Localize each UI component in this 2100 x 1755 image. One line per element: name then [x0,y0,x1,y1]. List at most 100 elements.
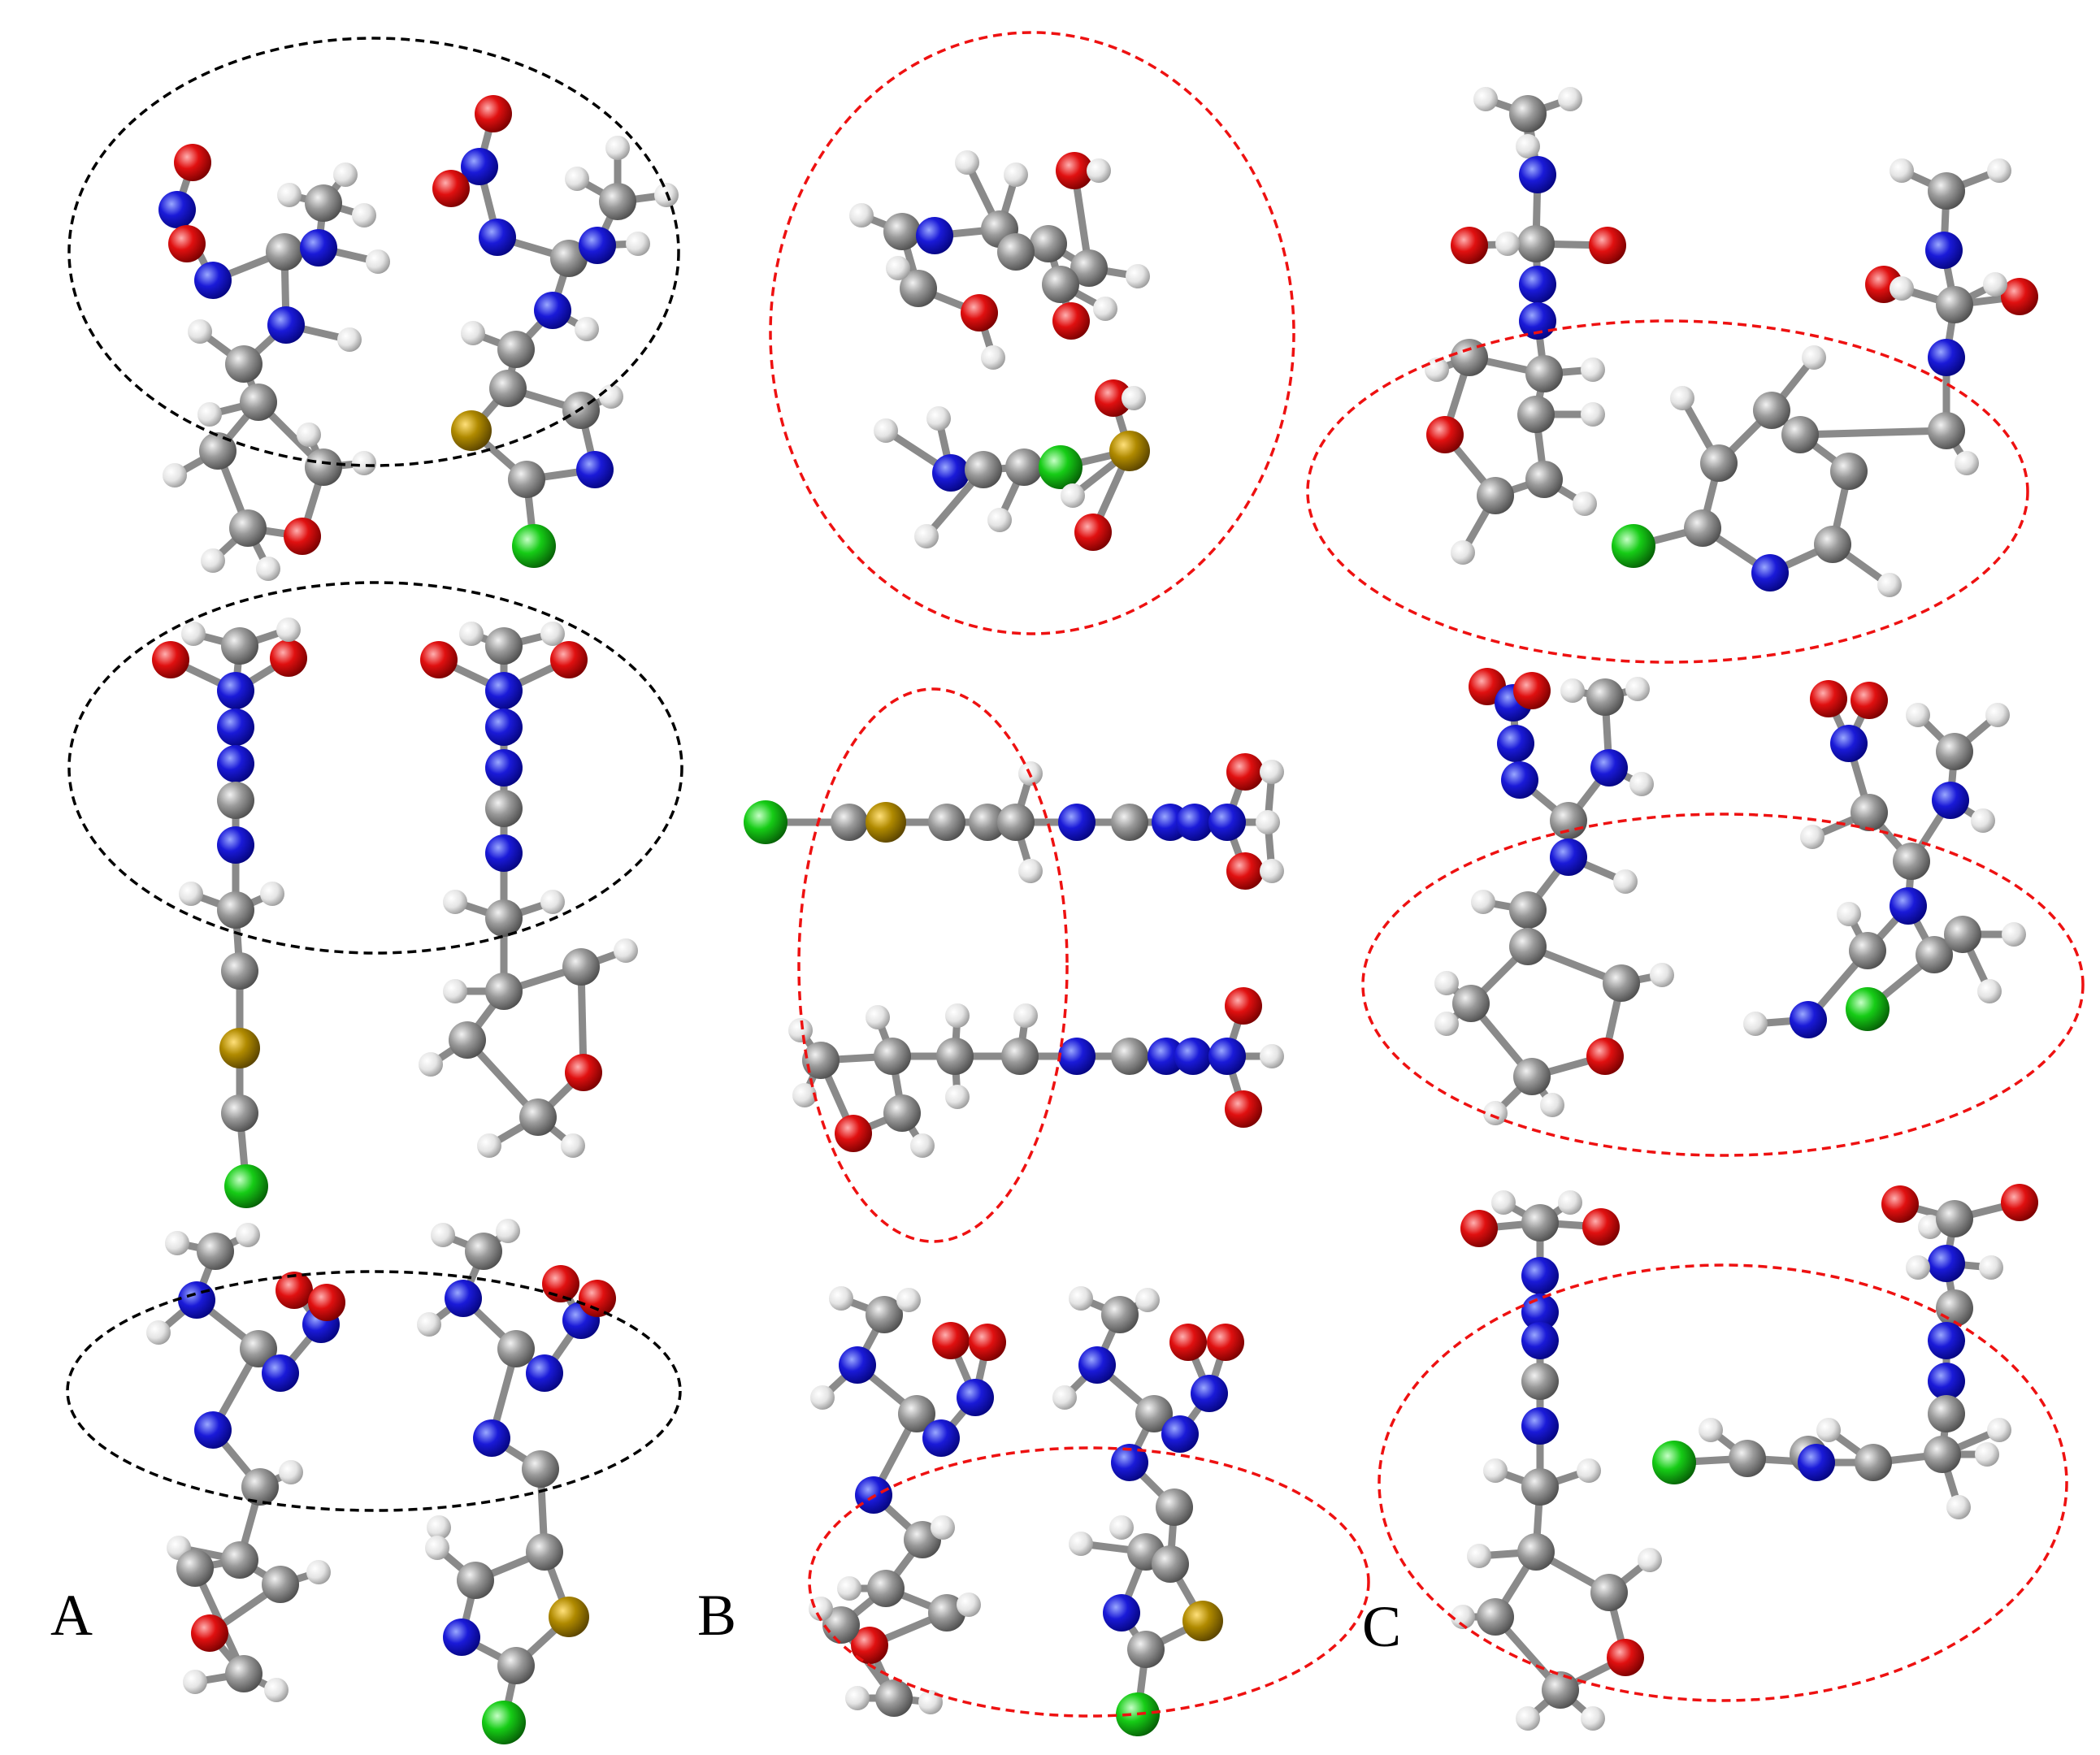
carbon-atom [822,1606,860,1644]
carbon-atom [1684,509,1721,547]
nitrogen-atom [443,1618,480,1656]
carbon-atom [874,1038,911,1075]
hydrogen-atom [1256,810,1280,834]
carbon-atom [1070,249,1108,287]
hydrogen-atom [1260,859,1284,883]
hydrogen-atom [1650,963,1674,987]
nitrogen-atom [1519,156,1556,193]
hydrogen-atom [1558,87,1582,111]
carbon-atom [1586,678,1624,716]
oxygen-atom [1851,682,1888,719]
hydrogen-atom [188,319,212,344]
hydrogen-atom [264,1678,289,1702]
bond [1796,427,1950,439]
carbon-atom [176,1549,214,1587]
chlorine-atom [224,1164,268,1208]
nitrogen-atom [1519,266,1556,303]
hydrogen-atom [1906,1255,1930,1280]
hydrogen-atom [1109,1515,1134,1540]
highlight-ellipse-b-bottom [808,1446,1370,1718]
carbon-atom [1928,172,1965,210]
hydrogen-atom [417,1312,441,1337]
hydrogen-atom [1451,540,1475,565]
hydrogen-atom [236,1223,260,1247]
hydrogen-atom [1093,297,1117,321]
hydrogen-atom [926,406,951,431]
hydrogen-atom [809,1597,833,1621]
nitrogen-atom [1161,1415,1199,1453]
highlight-ellipse-a-top [67,37,680,467]
oxygen-atom [1226,753,1264,791]
nitrogen-atom [217,826,254,864]
nitrogen-atom [262,1354,299,1392]
oxygen-atom [1881,1185,1919,1223]
nitrogen-atom [1191,1375,1228,1412]
nitrogen-atom [1521,1407,1559,1445]
hydrogen-atom [955,150,979,175]
oxygen-atom [1586,1038,1624,1075]
hydrogen-atom [279,1460,303,1484]
hydrogen-atom [849,203,874,228]
highlight-ellipse-c-bottom [1378,1263,2068,1702]
panel-label-b: B [697,1583,737,1648]
hydrogen-atom [1434,971,1459,995]
hydrogen-atom [1516,1706,1540,1731]
hydrogen-atom [352,451,376,475]
hydrogen-atom [1955,451,1979,475]
hydrogen-atom [1837,902,1861,926]
carbon-atom [449,1021,486,1059]
hydrogen-atom [788,1018,813,1042]
carbon-atom [240,1330,277,1367]
carbon-atom [1005,448,1043,486]
carbon-atom [1156,1488,1193,1526]
carbon-atom [898,1395,935,1432]
sulfur-atom [1182,1601,1223,1641]
sulfur-atom [1109,431,1150,471]
nitrogen-atom [1208,804,1246,841]
hydrogen-atom [1018,859,1043,883]
hydrogen-atom [419,1052,443,1077]
nitrogen-atom [178,1281,215,1319]
carbon-atom [900,270,937,307]
nitrogen-atom [267,306,305,344]
oxygen-atom [550,641,588,678]
oxygen-atom [432,170,470,207]
carbon-atom [305,448,342,486]
nitrogen-atom [1176,804,1213,841]
hydrogen-atom [605,136,630,160]
carbon-atom [1521,1468,1559,1506]
hydrogen-atom [1983,272,2007,297]
carbon-atom [1928,1395,1965,1432]
hydrogen-atom [1483,1101,1508,1125]
carbon-atom [965,451,1002,488]
carbon-atom [1521,1204,1559,1242]
hydrogen-atom [1491,1190,1516,1215]
carbon-atom [997,804,1035,841]
carbon-atom [225,345,262,383]
hydrogen-atom [165,1231,189,1255]
highlight-ellipse-a-bottom [66,1270,682,1512]
oxygen-atom [284,518,321,555]
carbon-atom [221,1094,258,1132]
carbon-atom [1451,339,1488,376]
chlorine-atom [1652,1441,1696,1484]
hydrogen-atom [163,463,187,488]
hydrogen-atom [957,1592,981,1617]
oxygen-atom [2001,278,2038,315]
carbon-atom [485,790,523,827]
oxygen-atom [961,294,998,332]
hydrogen-atom [1971,808,1995,833]
carbon-atom [1916,936,1953,973]
oxygen-atom [1226,852,1264,890]
oxygen-atom [1052,302,1090,340]
nitrogen-atom [1501,761,1538,799]
nitrogen-atom [576,451,614,488]
oxygen-atom [1589,227,1626,264]
hydrogen-atom [1087,158,1111,183]
carbon-atom [550,240,588,277]
hydrogen-atom [1061,483,1085,508]
hydrogen-atom [1699,1418,1723,1442]
oxygen-atom [191,1614,228,1652]
carbon-atom [526,1533,563,1571]
hydrogen-atom [910,1133,935,1158]
